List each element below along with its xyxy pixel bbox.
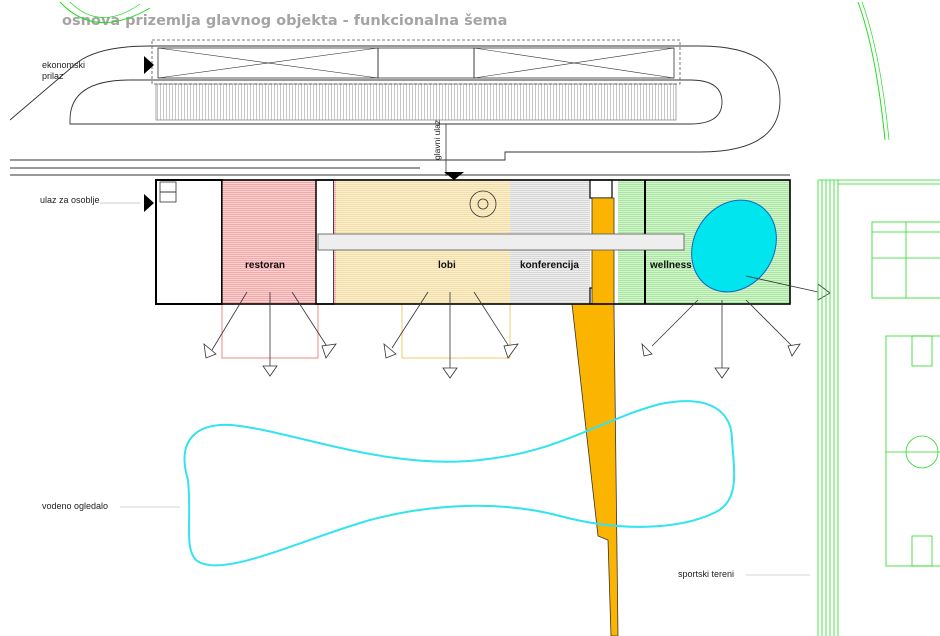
lobby-arrows	[383, 291, 519, 379]
diagram-title: osnova prizemlja glavnog objekta - funkc…	[62, 13, 507, 29]
water-mirror-label: vodeno ogledalo	[42, 501, 108, 511]
restaurant-arrows	[203, 291, 337, 377]
green-path-curve	[857, 1, 886, 141]
staff-entrance-arrow	[144, 194, 154, 212]
service-building-right	[473, 47, 675, 79]
main-entrance-label: glavni ulaz	[432, 120, 442, 160]
restaurant-zone	[222, 180, 316, 304]
sports-fields-label: sportski tereni	[678, 569, 734, 579]
room-label-restaurant: restoran	[245, 260, 285, 271]
stair-core-top	[589, 179, 613, 199]
sports-fields	[817, 179, 940, 636]
wellness-arrows	[641, 275, 831, 379]
lobby-feature-outer	[469, 190, 497, 218]
service-road-inner	[69, 79, 723, 125]
cross-line	[473, 47, 675, 79]
staff-entrance-label: ulaz za osoblje	[40, 195, 100, 205]
main-building-outline	[155, 179, 791, 305]
service-road-outer	[9, 45, 781, 161]
service-block	[155, 179, 223, 305]
economic-entrance-label: ekonomski	[42, 60, 85, 70]
room-label-conference: konferencija	[520, 260, 579, 271]
green-curve-topleft	[59, 1, 151, 24]
economic-entrance-arrow	[144, 56, 154, 74]
wellness-pool	[691, 199, 777, 293]
water-mirror	[183, 400, 736, 567]
service-building-outline	[151, 39, 681, 85]
service-core	[159, 191, 177, 203]
room-label-wellness: wellness	[649, 260, 692, 271]
cross-line	[157, 47, 379, 79]
economic-entrance-label-2: prilaz	[42, 71, 64, 81]
lobby-terrace	[401, 303, 511, 359]
green-path-curve-inner	[861, 1, 890, 141]
green-curve-topleft-2	[69, 1, 141, 18]
lobby-feature-inner	[477, 198, 489, 210]
service-building-middle	[377, 47, 475, 79]
main-entrance-arrow	[444, 172, 464, 180]
room-label-lobby: lobi	[438, 260, 456, 271]
central-corridor	[317, 233, 685, 251]
parking-stalls	[155, 83, 677, 121]
